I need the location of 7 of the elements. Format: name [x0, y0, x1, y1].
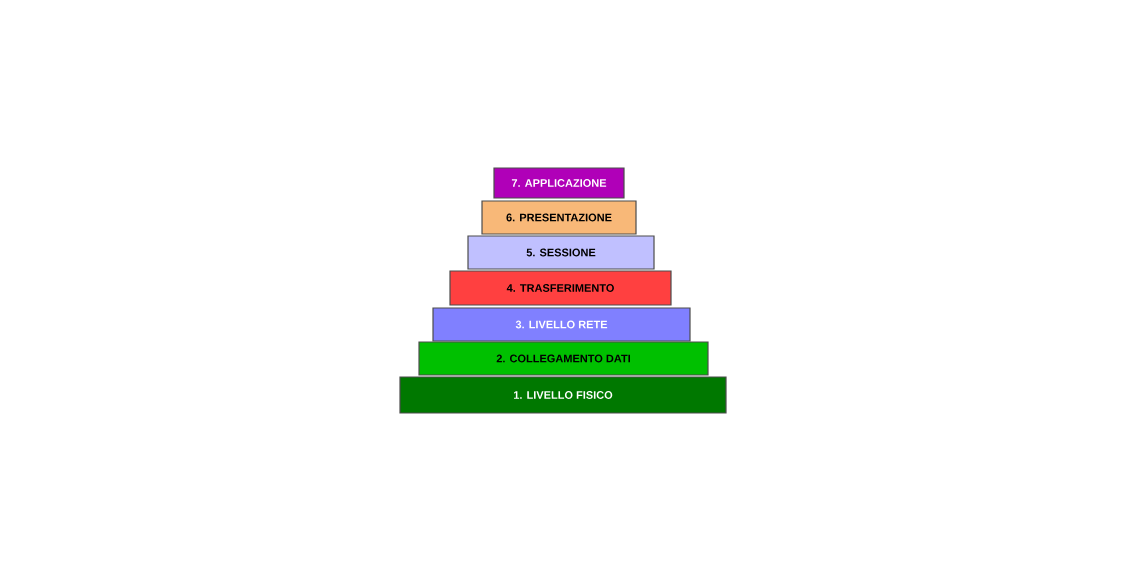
- layer-box: 2. COLLEGAMENTO DATI: [418, 341, 709, 376]
- layer-box: 3. LIVELLO RETE: [432, 307, 691, 342]
- layer-box: 7. APPLICAZIONE: [493, 167, 625, 199]
- layer-box: 6. PRESENTAZIONE: [481, 200, 637, 235]
- layer-box: 5. SESSIONE: [467, 235, 655, 270]
- layer-box: 1. LIVELLO FISICO: [399, 376, 727, 414]
- layer-box: 4. TRASFERIMENTO: [449, 270, 672, 306]
